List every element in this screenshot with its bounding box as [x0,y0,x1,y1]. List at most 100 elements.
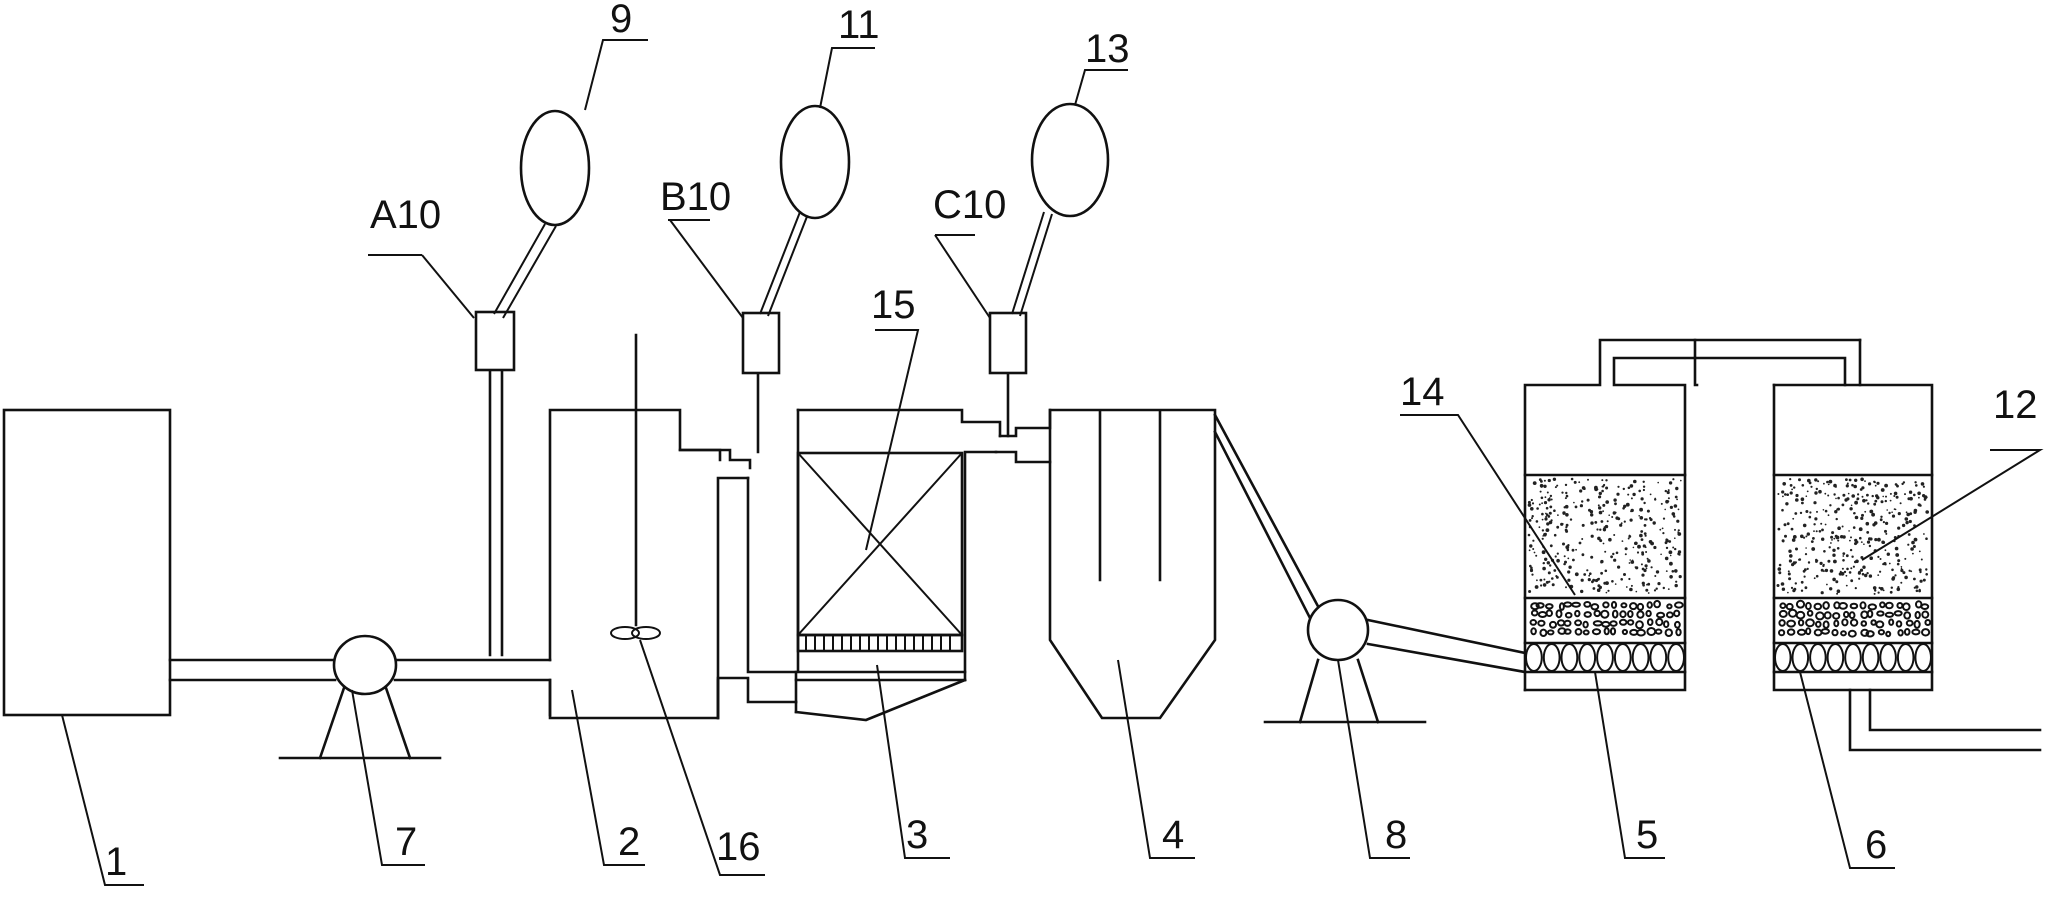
sand-grain [1630,497,1633,500]
sand-grain [1802,523,1807,528]
sand-grain [1531,502,1535,505]
sand-grain [1879,518,1883,522]
sand-grain [1570,477,1574,481]
sand-grain [1858,527,1863,532]
sand-grain [1854,560,1857,564]
sand-grain [1541,518,1544,521]
sand-grain [1912,545,1916,548]
sand-grain [1638,489,1641,493]
sand-grain [1871,494,1874,498]
gravel-stone [1822,620,1830,630]
sand-grain [1859,568,1864,572]
sand-grain [1823,570,1825,573]
sand-grain [1785,502,1789,506]
gravel-stone [1815,611,1825,621]
sand-grain [1604,569,1608,573]
filter-column-5 [1523,338,1699,692]
support-ball [1844,643,1862,672]
label-7: 7 [395,820,417,864]
sand-grain [1823,550,1826,553]
sand-grain [1908,519,1912,524]
sand-grain [1813,501,1817,505]
sand-grain [1629,518,1633,522]
sand-grain [1665,570,1668,572]
gravel-stone [1875,620,1885,629]
sand-grain [1578,481,1581,484]
pipe-1-7 [168,658,337,682]
sand-grain [1605,581,1609,585]
sand-grain [1880,515,1883,518]
sand-grain [1545,515,1547,518]
sand-grain [1896,484,1899,488]
sand-grain [1641,552,1645,556]
sand-grain [1788,577,1792,581]
sand-grain [1850,579,1854,583]
leader-lines [61,39,2044,886]
sand-grain [1630,508,1634,513]
sand-grain [1886,509,1888,511]
sand-grain [1544,557,1548,561]
sand-grain [1672,515,1676,518]
sand-grain [1806,567,1809,571]
gravel-stone [1629,602,1638,611]
sand-grain [1824,568,1829,573]
gravel-stone [1920,603,1930,610]
gravel-stone [1903,628,1911,636]
sand-grain [1834,534,1838,538]
sand-grain [1804,553,1808,556]
sand-grain [1574,572,1579,577]
sand-grain [1826,480,1829,484]
sand-grain [1859,536,1862,540]
sand-grain [1619,523,1623,527]
sand-grain [1897,559,1901,563]
sand-grain [1874,538,1878,542]
sand-grain [1680,479,1682,482]
gravel-stone [1646,601,1653,609]
sand-grain [1545,580,1549,584]
sand-grain [1778,563,1782,567]
sand-grain [1852,565,1855,568]
sand-grain [1879,558,1882,560]
sand-grain [1565,586,1567,589]
sand-grain [1820,568,1824,572]
gravel-stone [1847,629,1857,638]
sand-grain [1677,508,1680,511]
sand-grain [1861,572,1865,576]
sand-grain [1835,580,1839,584]
sand-grain [1879,570,1882,573]
sand-grain [1563,555,1566,558]
sand-grain [1579,489,1583,493]
label-1: 1 [105,840,127,884]
support-ball [1879,643,1897,672]
gravel-stone [1905,619,1914,627]
sand-grain [1873,592,1876,595]
sand-grain [1915,585,1919,589]
gravel-stone [1545,603,1554,610]
sand-grain [1874,589,1877,592]
gravel-layer [1529,599,1684,638]
sand-grain [1882,589,1885,592]
sand-grain [1633,479,1637,484]
sand-grain [1611,580,1614,583]
gravel-stone [1849,602,1859,610]
sand-grain [1639,507,1643,512]
sand-grain [1888,562,1891,565]
gravel-stone [1778,619,1786,627]
sand-grain [1602,510,1604,513]
sand-grain [1777,527,1781,531]
sand-grain [1628,535,1632,538]
sand-grain [1638,515,1640,517]
sand-grain [1913,510,1917,514]
sand-grain [1891,511,1893,513]
support-ball [1525,643,1543,672]
sand-grain [1828,546,1831,549]
sand-grain [1564,483,1568,487]
sand-grain [1567,578,1571,582]
sand-grain [1548,520,1553,525]
filter-column-6 [1772,338,2042,752]
gravel-stone [1914,610,1921,620]
sand-grain [1644,534,1647,537]
support-plate [796,633,964,653]
sand-grain [1608,537,1612,542]
sand-grain [1546,522,1550,526]
